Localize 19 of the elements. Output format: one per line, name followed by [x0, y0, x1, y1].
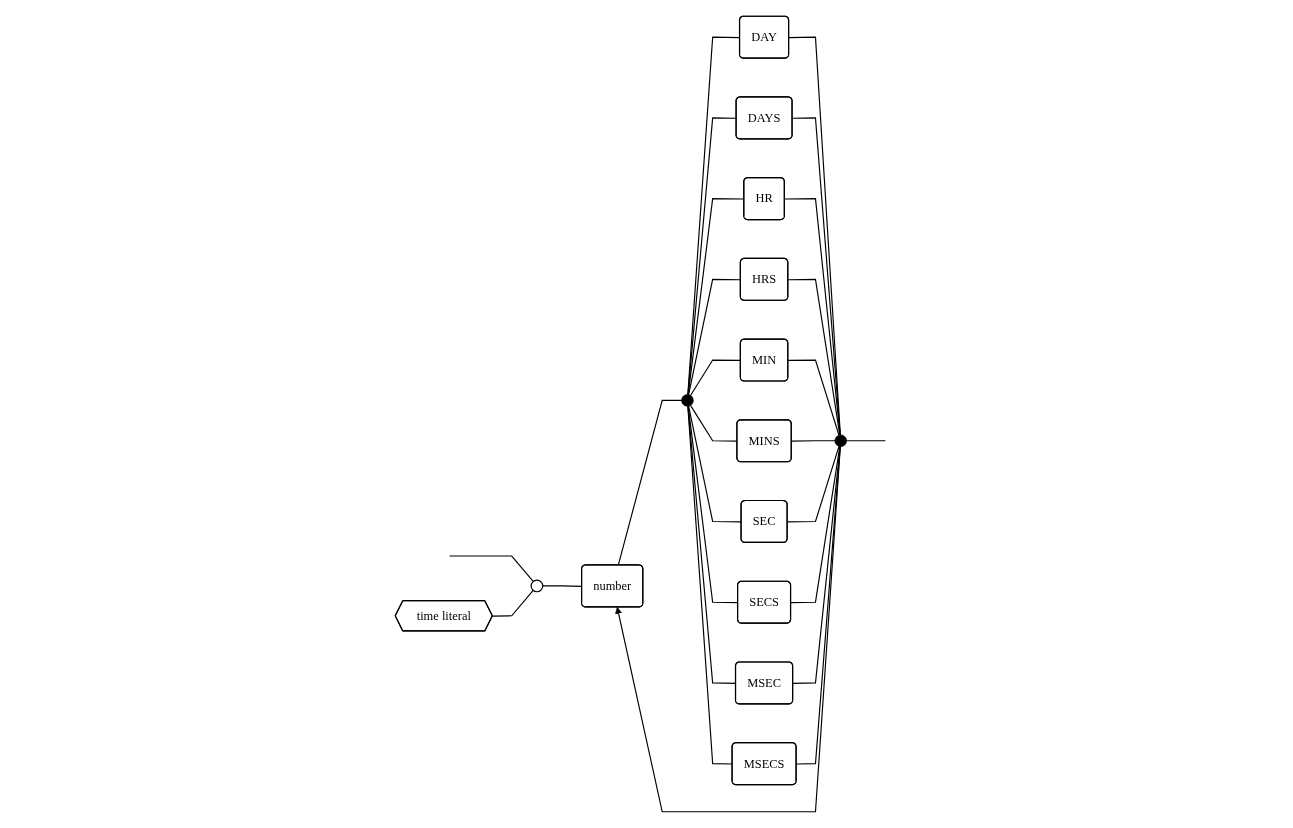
node-circle — [834, 434, 848, 447]
connector — [791, 440, 836, 442]
connector — [792, 446, 842, 684]
connector — [618, 399, 683, 566]
connector — [788, 278, 841, 436]
connector — [687, 36, 741, 396]
connector — [788, 36, 842, 436]
connector — [687, 405, 737, 684]
connector — [792, 117, 842, 436]
node-circle — [530, 579, 544, 593]
connector — [796, 446, 842, 765]
connector — [788, 359, 840, 436]
connector — [787, 445, 840, 523]
node-circle — [681, 394, 695, 407]
connector — [492, 589, 535, 617]
arrow — [615, 446, 842, 813]
connector — [784, 198, 842, 436]
connector — [449, 555, 535, 583]
connector — [846, 440, 887, 442]
